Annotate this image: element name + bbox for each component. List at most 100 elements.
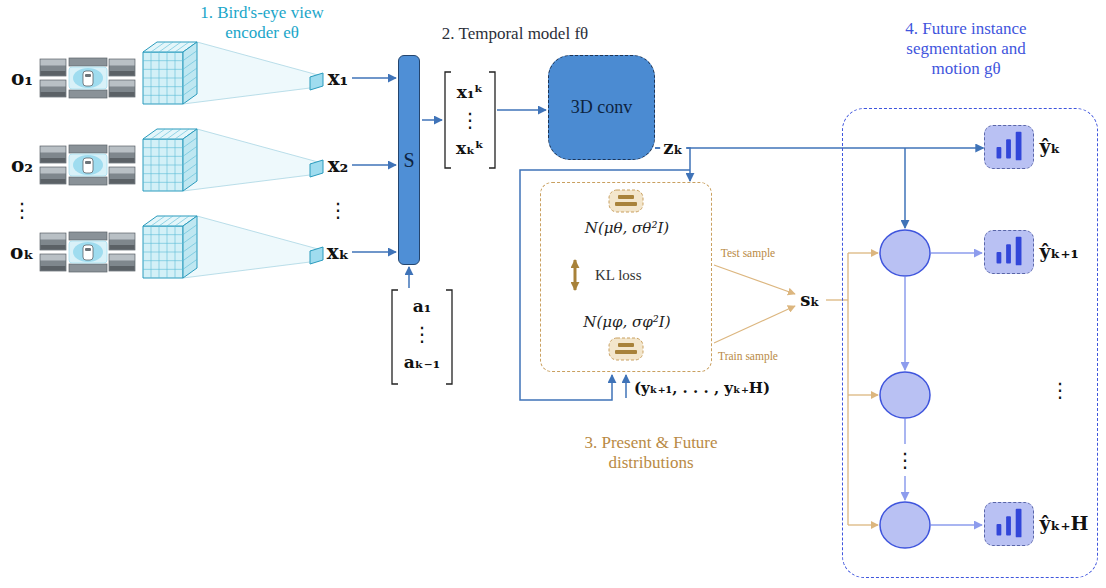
feature-arrow (352, 251, 396, 253)
cube-side (183, 129, 197, 191)
sample-label: Test sample (721, 247, 775, 260)
ellipsis: ⋮ (1050, 379, 1070, 401)
stack-arrow (422, 119, 442, 121)
distribution-icon-bar (615, 202, 637, 206)
cube-grid (183, 68, 197, 78)
segmentation-icon (985, 503, 1033, 545)
bracket (392, 290, 398, 384)
camera-image (40, 146, 66, 163)
temporal-conv-box: 3D conv (548, 55, 655, 160)
cube-grid (183, 59, 197, 69)
feature-symbol: xₖ (327, 241, 349, 263)
stack-box: S (398, 55, 420, 265)
cube-grid (183, 85, 197, 95)
bev-encoder (143, 216, 323, 278)
camera-image (69, 145, 107, 153)
cube-grid (183, 138, 197, 148)
cube-grid (183, 251, 197, 261)
cube-grid (159, 216, 173, 226)
cube-grid (183, 146, 197, 156)
cube-grid (183, 164, 197, 174)
camera-image-sky (41, 168, 66, 174)
camera-image-sky (110, 147, 135, 153)
camera-image (40, 167, 66, 184)
cube-front (143, 52, 183, 104)
cube-grid (143, 86, 183, 87)
feature-connector (655, 147, 983, 149)
cube-front (143, 139, 183, 191)
cube-grid (151, 129, 165, 139)
camera-image-road (41, 179, 66, 184)
cube-grid (143, 95, 183, 96)
ego-glow (73, 68, 103, 88)
camera-image (69, 232, 107, 240)
cube-grid (143, 260, 183, 261)
ego-car-window (85, 161, 91, 164)
cell-arrow (904, 476, 906, 500)
action-arrow (408, 267, 410, 288)
camera-image-sky (110, 168, 135, 174)
recurrent-cell (880, 372, 930, 418)
camera-image-road (110, 179, 135, 184)
future-label-tuple: (yₖ₊₁, . . . , yₖ₊H) (634, 380, 770, 397)
segmentation-bar (997, 252, 1002, 263)
cube-grid (143, 173, 183, 174)
state-label: zₖ (660, 138, 686, 158)
bracket (445, 72, 451, 168)
feature-symbol: x₁ (328, 67, 349, 89)
camera-image (69, 177, 107, 185)
distribution-icon-body (609, 190, 643, 212)
camera-image-road (110, 245, 135, 250)
camera-rig (40, 145, 135, 185)
cube-grid (143, 234, 183, 235)
camera-image-sky (41, 255, 66, 261)
distribution-icon-bar (615, 350, 637, 354)
camera-image-sky (41, 81, 66, 87)
sample-arrow (714, 265, 795, 294)
distribution-icon-bar (618, 195, 634, 199)
camera-rig (40, 232, 135, 272)
output-icon: ŷₖ (984, 125, 1034, 169)
box-label: S (403, 149, 414, 172)
decoder-arrow (931, 524, 982, 526)
input-symbol: o₁ (11, 67, 33, 89)
ellipsis: ⋮ (12, 199, 32, 221)
recurrent-cell (880, 502, 930, 548)
cube-grid (143, 252, 183, 253)
bev-projection (183, 42, 318, 104)
output-label: ŷₖ (1039, 136, 1060, 158)
bracket (446, 290, 452, 384)
input-symbol: o₂ (11, 154, 33, 176)
future-input-line (520, 170, 690, 400)
action-entry: a₁ (413, 297, 431, 316)
loss-label: KL loss (595, 267, 642, 284)
cube-grid (151, 42, 165, 52)
distribution-formula: N(μφ, σφ²I) (583, 314, 670, 331)
section-heading: 1. Bird's-eye view encoder eθ (187, 3, 337, 43)
cube-grid (143, 243, 183, 244)
output-icon: ŷₖ₊₁ (984, 230, 1034, 274)
ego-car-window (85, 74, 91, 77)
cube-grid (183, 51, 197, 61)
ego-car (83, 158, 93, 173)
cube-front (143, 226, 183, 278)
sample-arrow (714, 306, 795, 343)
cube-grid (183, 259, 197, 269)
feature-arrow (352, 164, 396, 166)
cube-grid (159, 42, 173, 52)
ego-car-window (85, 248, 91, 251)
segmentation-bar (1007, 140, 1012, 159)
camera-image-road (41, 245, 66, 250)
camera-image (40, 233, 66, 250)
distribution-panel: N(μθ, σθ²I)KL lossN(μφ, σφ²I)3. Present … (540, 182, 712, 372)
camera-image-road (41, 158, 66, 163)
bev-projection (183, 216, 318, 278)
vector-entry: xₖᵏ (456, 139, 484, 158)
camera-image (109, 254, 135, 271)
camera-image-road (110, 92, 135, 97)
distribution-formula: N(μθ, σθ²I) (585, 220, 669, 237)
action-entry: aₖ₋₁ (404, 353, 440, 372)
ego-glow (73, 242, 103, 262)
